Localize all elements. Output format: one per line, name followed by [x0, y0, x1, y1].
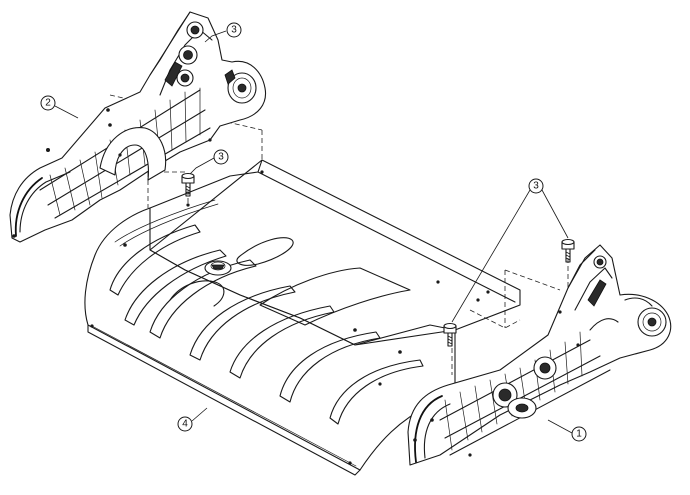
- callout-2: 2: [40, 95, 79, 119]
- callout-3-top: 3: [204, 22, 242, 43]
- base-pan-part-4: [84, 159, 521, 476]
- callout-3-top-label: 3: [231, 25, 237, 36]
- callout-4: 4: [177, 407, 208, 432]
- callout-3-left-screw-label: 3: [218, 152, 224, 163]
- callout-4-label: 4: [182, 419, 188, 430]
- right-side-bracket-part-1: [407, 244, 672, 466]
- callout-3-right-screws: 3: [451, 178, 569, 323]
- screw-left: [181, 172, 195, 197]
- left-side-bracket-part-2: [9, 11, 267, 243]
- callout-3-left-screw: 3: [189, 149, 229, 175]
- screw-center: [443, 322, 457, 347]
- callout-3-right-screws-label: 3: [533, 181, 539, 192]
- callout-2-label: 2: [45, 98, 51, 109]
- callout-1-label: 1: [576, 429, 582, 440]
- callout-1: 1: [547, 419, 587, 442]
- screw-right: [561, 238, 575, 263]
